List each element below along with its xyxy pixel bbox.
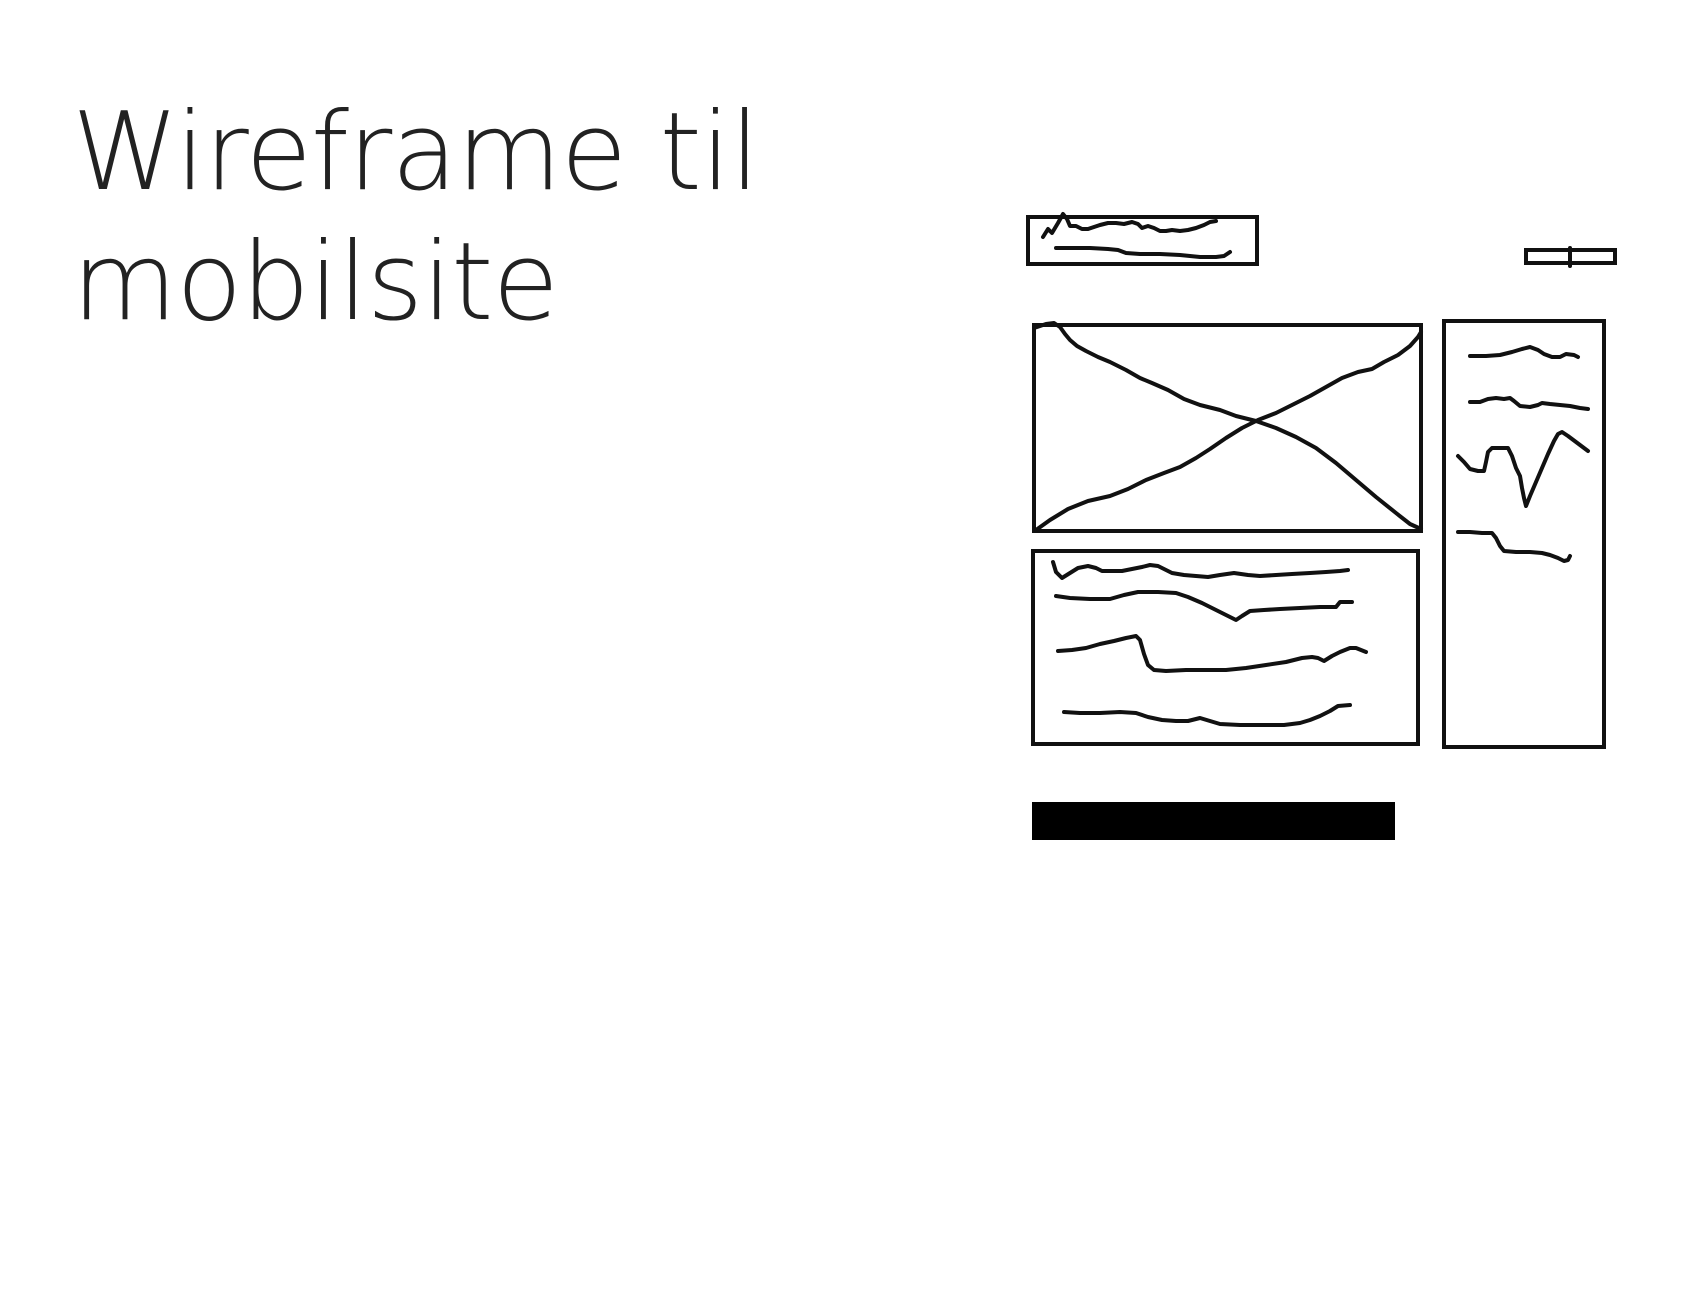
logo-box bbox=[1026, 212, 1259, 266]
text-content-frame bbox=[1031, 549, 1420, 746]
hero-image-cross-1 bbox=[1032, 321, 1423, 531]
text-line-2 bbox=[1054, 590, 1354, 622]
slide-title: Wireframe til mobilsite bbox=[72, 88, 760, 348]
text-content-box bbox=[1031, 549, 1420, 746]
text-line-1 bbox=[1051, 560, 1350, 580]
logo-box-frame bbox=[1026, 215, 1259, 266]
solid-button-bar bbox=[1032, 802, 1395, 840]
hero-image-placeholder bbox=[1032, 321, 1423, 533]
hero-image-frame bbox=[1032, 323, 1423, 533]
sidebar-line-1 bbox=[1468, 345, 1580, 359]
hero-image-cross-2 bbox=[1034, 330, 1423, 532]
logo-scribble-1 bbox=[1041, 212, 1218, 239]
sidebar-box bbox=[1442, 319, 1606, 749]
sidebar-line-2 bbox=[1468, 396, 1590, 411]
sidebar-line-4 bbox=[1456, 530, 1572, 563]
slide-title-line-1: Wireframe til bbox=[72, 90, 760, 215]
logo-scribble-2 bbox=[1054, 246, 1232, 259]
sidebar-frame bbox=[1442, 319, 1606, 749]
menu-icon bbox=[1524, 246, 1617, 268]
text-line-3 bbox=[1056, 634, 1368, 673]
text-line-4 bbox=[1062, 703, 1352, 727]
sidebar-line-3 bbox=[1456, 430, 1590, 508]
slide-title-line-2: mobilsite bbox=[72, 220, 559, 345]
